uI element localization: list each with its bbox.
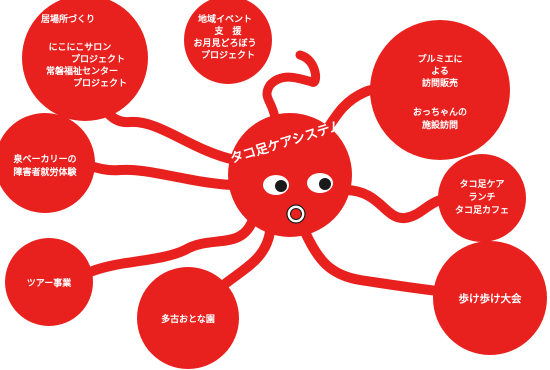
bubble-plumie-line4: おっちゃんの — [413, 107, 467, 118]
bubble-bakery-shape — [0, 113, 95, 213]
bubble-bakery-line1: 泉ベーカリーの — [12, 153, 76, 165]
bubble-lunch-line1: タコ足ケア — [459, 178, 504, 190]
octopus-center: タコ足ケアシステム — [228, 113, 352, 237]
bubble-lunch-line3: タコ足カフェ — [455, 204, 509, 216]
bubble-ibasho-line2: にこにこサロン — [49, 42, 112, 53]
bubble-plumie-line2: よる — [431, 66, 449, 77]
left-eye-pupil — [275, 180, 287, 192]
arm-lunch — [340, 185, 455, 223]
bubble-chiiki-line1: 地域イベント — [198, 13, 252, 25]
mouth-inner — [290, 208, 302, 220]
bubble-plumie-line3: 訪問販売 — [422, 77, 458, 89]
bubble-tagoen-line1: 多古おとな園 — [161, 313, 215, 325]
bubble-chiiki-line2: 支 援 — [213, 25, 242, 37]
bubble-chiiki: 地域イベント 支 援 お月見どろぼう プロジェクト — [184, 0, 272, 84]
bubble-plumie-line1: プルミエに — [417, 53, 462, 65]
bubble-lunch-line2: ランチ — [468, 192, 495, 203]
arm-walk — [300, 227, 453, 297]
bubble-tagoen-shape — [137, 267, 239, 369]
bubble-walk-line1: 歩け歩け大会 — [459, 292, 522, 305]
bubble-walk-shape — [433, 241, 547, 355]
bubble-tour-shape — [5, 238, 93, 326]
bubble-chiiki-line3: お月見どろぼう — [193, 37, 256, 49]
bubble-ibasho-line5: プロジェクト — [73, 77, 127, 89]
bubble-lunch-shape — [438, 154, 526, 242]
octopus-head — [228, 113, 352, 237]
bubble-tour-line1: ツアー事業 — [27, 277, 72, 289]
bubble-tagoen: 多古おとな園 — [137, 267, 239, 369]
bubble-ibasho: 居場所づくり にこにこサロン プロジェクト 常磐福祉センター プロジェクト — [22, 0, 148, 121]
arm-chiiki — [262, 50, 321, 123]
bubble-plumie: プルミエに よる 訪問販売 おっちゃんの 施設訪問 — [370, 20, 510, 160]
bubble-chiiki-line4: プロジェクト — [201, 49, 255, 61]
bubble-ibasho-line1: 居場所づくり — [41, 13, 95, 25]
arm-tour — [85, 217, 257, 277]
bubble-plumie-shape — [370, 20, 510, 160]
bubble-ibasho-shape — [22, 0, 148, 121]
bubble-ibasho-line3: プロジェクト — [71, 53, 125, 65]
bubble-ibasho-line4: 常磐福祉センター — [46, 65, 118, 77]
bubble-lunch: タコ足ケア ランチ タコ足カフェ — [438, 154, 526, 242]
right-eye-pupil — [319, 178, 331, 190]
bubble-bakery: 泉ベーカリーの 障害者就労体験 — [0, 113, 95, 213]
bubble-walk: 歩け歩け大会 — [433, 241, 547, 355]
bubble-plumie-line5: 施設訪問 — [422, 119, 458, 131]
bubble-bakery-line2: 障害者就労体験 — [13, 166, 77, 178]
bubble-chiiki-shape — [184, 0, 272, 84]
bubble-tour: ツアー事業 — [5, 238, 93, 326]
